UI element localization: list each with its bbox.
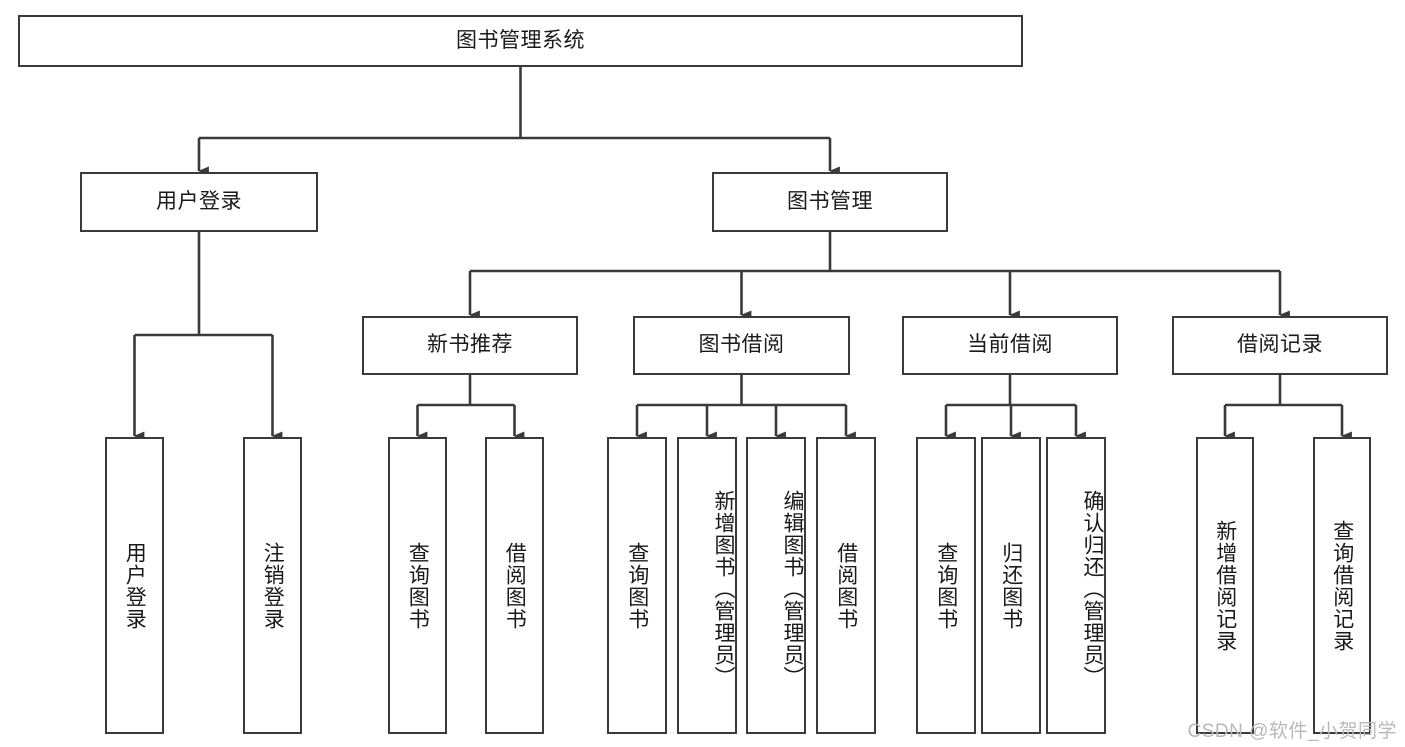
- node-label: 查询图书: [625, 541, 649, 630]
- node-l-addbook[interactable]: 新增图书（管理员）: [677, 437, 737, 734]
- node-label: 借阅图书: [503, 541, 527, 630]
- node-label: 借阅记录: [1237, 333, 1323, 357]
- node-label: 用户登录: [156, 189, 242, 213]
- node-l-borrow2[interactable]: 借阅图书: [816, 437, 876, 734]
- node-l-query1[interactable]: 查询图书: [388, 437, 447, 734]
- node-label: 确认归还（管理员）: [1081, 489, 1104, 688]
- node-label: 归还图书: [999, 541, 1023, 630]
- node-l-queryrec[interactable]: 查询借阅记录: [1313, 437, 1371, 734]
- node-records[interactable]: 借阅记录: [1172, 316, 1388, 375]
- node-current[interactable]: 当前借阅: [902, 316, 1118, 375]
- node-l-login[interactable]: 用户登录: [105, 437, 164, 734]
- node-label: 图书管理系统: [456, 28, 585, 52]
- node-label: 当前借阅: [967, 333, 1053, 357]
- node-l-confirm[interactable]: 确认归还（管理员）: [1046, 437, 1106, 734]
- node-label: 查询图书: [934, 541, 958, 630]
- node-newbook[interactable]: 新书推荐: [362, 316, 578, 375]
- node-l-return[interactable]: 归还图书: [981, 437, 1041, 734]
- node-label: 用户登录: [123, 541, 147, 630]
- node-label: 编辑图书（管理员）: [781, 489, 804, 688]
- node-l-query3[interactable]: 查询图书: [916, 437, 976, 734]
- node-login[interactable]: 用户登录: [80, 172, 318, 232]
- node-l-query2[interactable]: 查询图书: [607, 437, 667, 734]
- node-bookmgmt[interactable]: 图书管理: [712, 172, 948, 232]
- node-l-addrec[interactable]: 新增借阅记录: [1196, 437, 1254, 734]
- node-l-borrow1[interactable]: 借阅图书: [485, 437, 544, 734]
- node-label: 图书借阅: [698, 333, 785, 357]
- node-label: 查询借阅记录: [1330, 519, 1354, 652]
- node-label: 新增图书（管理员）: [712, 489, 735, 688]
- node-borrow[interactable]: 图书借阅: [633, 316, 850, 375]
- node-label: 借阅图书: [834, 541, 858, 630]
- node-label: 查询图书: [406, 541, 430, 630]
- node-label: 新增借阅记录: [1213, 519, 1237, 652]
- node-label: 图书管理: [787, 189, 873, 213]
- node-root[interactable]: 图书管理系统: [18, 15, 1023, 67]
- watermark-label: CSDN @软件_小贺同学: [1187, 721, 1397, 742]
- node-label: 注销登录: [261, 541, 285, 630]
- node-label: 新书推荐: [427, 333, 513, 357]
- node-l-logout[interactable]: 注销登录: [243, 437, 302, 734]
- node-l-editbook[interactable]: 编辑图书（管理员）: [746, 437, 806, 734]
